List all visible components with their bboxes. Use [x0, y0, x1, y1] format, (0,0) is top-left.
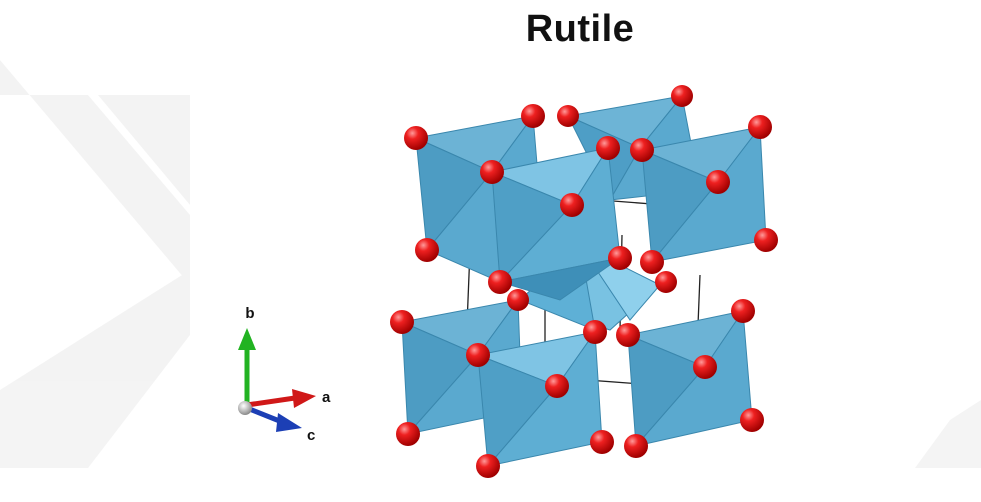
oxygen-atom [655, 271, 677, 293]
oxygen-atom [396, 422, 420, 446]
oxygen-atom [731, 299, 755, 323]
oxygen-atom [740, 408, 764, 432]
oxygen-atom [521, 104, 545, 128]
oxygen-atom [404, 126, 428, 150]
oxygen-atom [596, 136, 620, 160]
oxygen-atom [693, 355, 717, 379]
oxygen-atom [557, 105, 579, 127]
oxygen-atom [748, 115, 772, 139]
oxygen-atom [630, 138, 654, 162]
oxygen-atom [583, 320, 607, 344]
oxygen-atom [706, 170, 730, 194]
oxygen-atom [608, 246, 632, 270]
oxygen-atom [488, 270, 512, 294]
octahedron-top-right [640, 125, 767, 264]
oxygen-atom [480, 160, 504, 184]
oxygen-atom [624, 434, 648, 458]
axis-origin [238, 401, 252, 415]
oxygen-atom [616, 323, 640, 347]
oxygen-atom [476, 454, 500, 478]
oxygen-atom [507, 289, 529, 311]
octahedron-top-middle [490, 146, 621, 301]
octahedron-bottom-middle [476, 330, 603, 468]
oxygen-atom [415, 238, 439, 262]
axis-a-label: a [322, 389, 331, 406]
axis-c-label: c [307, 427, 315, 444]
oxygen-atom [466, 343, 490, 367]
figure-title: Rutile [525, 8, 635, 50]
axis-indicator: b a c [238, 305, 331, 444]
watermark [0, 60, 981, 468]
axis-c-arrow [276, 413, 302, 432]
oxygen-atom [671, 85, 693, 107]
oxygen-atom [560, 193, 584, 217]
oxygen-atom [640, 250, 664, 274]
axis-a-arrow [292, 389, 316, 408]
axis-b-arrow [238, 328, 256, 350]
axis-b-label: b [245, 305, 254, 322]
oxygen-atoms [390, 85, 778, 478]
oxygen-atom [590, 430, 614, 454]
oxygen-atom [545, 374, 569, 398]
oxygen-atom [754, 228, 778, 252]
octahedron-bottom-right [626, 309, 753, 448]
oxygen-atom [390, 310, 414, 334]
